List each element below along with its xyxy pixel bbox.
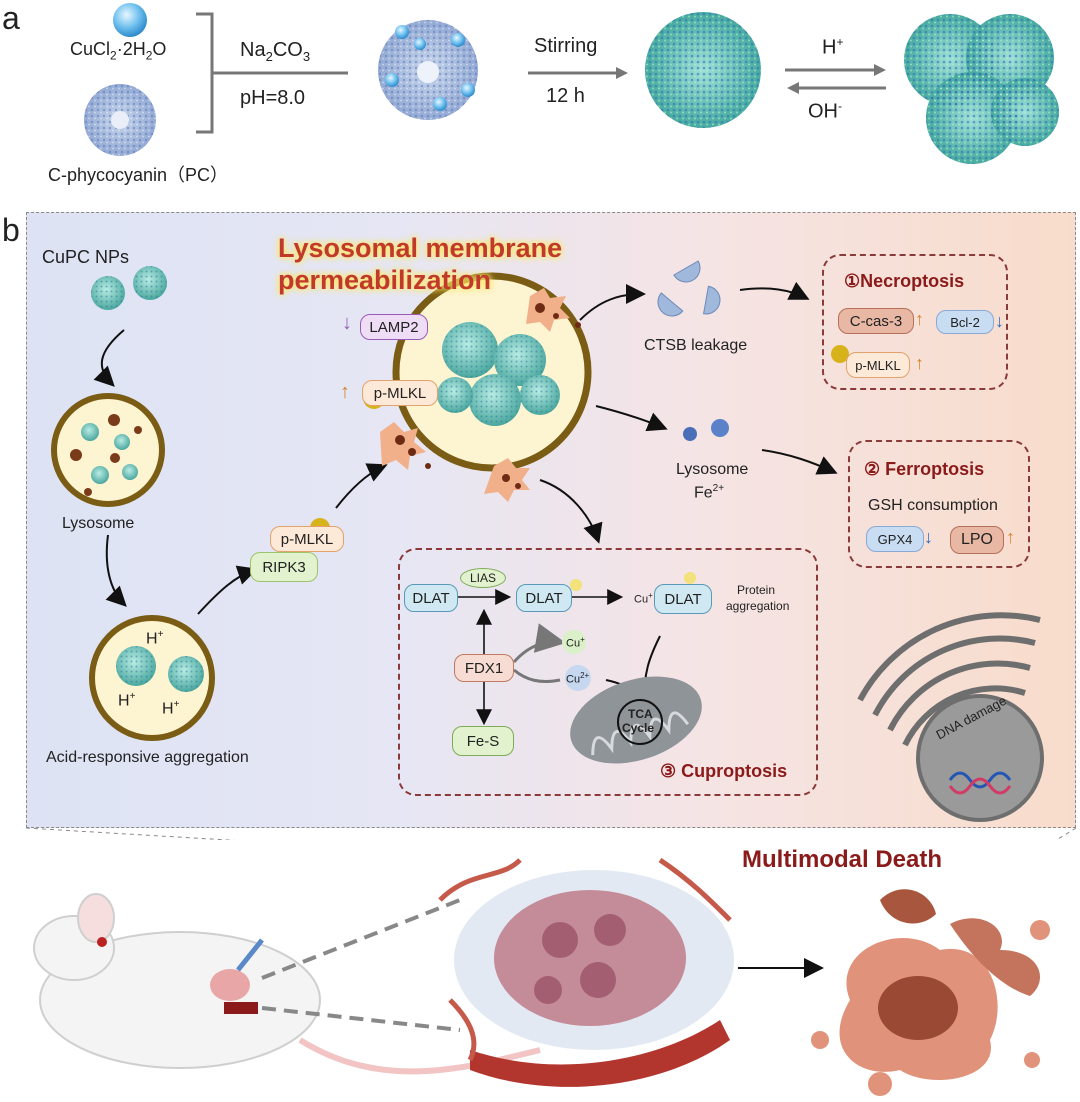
protein-aggregation-1: Protein [737,583,776,597]
panel-a-graphics [84,3,1059,164]
lias-badge: LIAS [460,568,506,588]
panel-b-letter: b [2,212,20,248]
panel-b-graphics [25,260,1077,840]
hplus-1: H+ [146,629,164,648]
necroptosis-title: ①Necroptosis [844,271,965,291]
lmp-title-line2: permeabilization [278,265,492,295]
reagent-pc: C-phycocyanin（PC） [48,165,229,185]
multimodal-death-title: Multimodal Death [742,846,943,873]
ferroptosis-box [848,440,1030,568]
gpx4-badge: GPX4 [866,526,924,552]
aggregation-label: Acid-responsive aggregation [46,749,249,766]
copper-ion-icon [113,3,147,37]
cell-debris-icon [811,889,1050,1096]
lamp2-badge: LAMP2 [360,314,428,340]
time-label: 12 h [546,85,585,107]
fes-badge: Fe-S [452,726,514,756]
tca-label-1: TCA [628,707,653,721]
pmlkl-badge-top: p-MLKL [362,380,438,406]
pmlkl-up-arrow: ↑ [340,381,350,403]
pmlkl-necro-up-arrow: ↑ [915,353,924,373]
bracket [196,12,214,134]
nanoparticle-icon [378,20,478,120]
gpx4-down-arrow: ↓ [924,527,933,547]
hplus-2: H+ [118,691,136,710]
bcl2-badge: Bcl-2 [936,310,994,334]
tca-label-2: Cycle [622,721,655,735]
nucleus-icon [857,612,1044,822]
ctsb-label: CTSB leakage [644,337,748,354]
aggregate-icon [904,14,1059,164]
mitochondria-icon [570,676,702,764]
pmlkl-badge: p-MLKL [270,526,344,552]
ferroptosis-title: ② Ferroptosis [864,459,985,479]
cu-plus-label: Cu+ [634,591,653,606]
tumor-icon [438,857,734,1087]
fe-label: Fe2+ [694,483,725,502]
cu-ion-1: Cu+ [566,635,585,650]
base-reagent: Na2CO3 [240,39,311,64]
reagent-cucl2: CuCl2·2H2O [70,39,167,63]
cuproptosis-box [398,548,818,796]
pmlkl-necro-badge: p-MLKL [846,352,910,378]
ripk3-badge: RIPK3 [250,552,318,582]
dlat-badge-3: DLAT [654,584,712,614]
lmp-title-line1: Lysosomal membrane [278,233,563,263]
lysosome-label: Lysosome [62,515,135,532]
cupc-np-icon [645,12,761,128]
gsh-label: GSH consumption [868,497,998,514]
stirring-label: Stirring [534,35,598,57]
lysosome-icon [51,393,165,507]
iron-ion-icon [683,419,729,441]
cu-ion-2: Cu2+ [566,671,590,686]
bottom-graphics [33,857,1050,1096]
mouse-icon [33,893,541,1075]
hydroxide-label: OH- [808,99,842,123]
lysosome-fe-label: Lysosome [676,461,749,478]
ph-label: pH=8.0 [240,87,306,109]
panel-a-letter: a [2,0,20,36]
hplus-3: H+ [162,699,180,718]
cuproptosis-title: ③ Cuproptosis [660,761,788,781]
acid-label: H+ [822,35,844,59]
necroptosis-box [822,254,1008,390]
cupc-np-icons [91,266,167,310]
fdx1-badge: FDX1 [454,654,514,682]
ccas3-up-arrow: ↑ [915,309,924,329]
lpo-badge: LPO [950,526,1004,554]
permeabilized-lysosome-icon [380,272,592,502]
lpo-up-arrow: ↑ [1006,527,1015,547]
acidic-lysosome-icon [89,615,215,741]
bcl2-down-arrow: ↓ [995,311,1004,331]
ccas3-badge: C-cas-3 [838,308,914,334]
lamp2-down-arrow: ↓ [342,312,352,334]
protein-icon [84,84,156,156]
protein-aggregation-2: aggregation [726,599,790,613]
dlat-badge-1: DLAT [404,584,458,612]
dlat-badge-2: DLAT [516,584,572,612]
cathepsin-icon [657,260,721,317]
cupc-np-label: CuPC NPs [42,247,130,267]
